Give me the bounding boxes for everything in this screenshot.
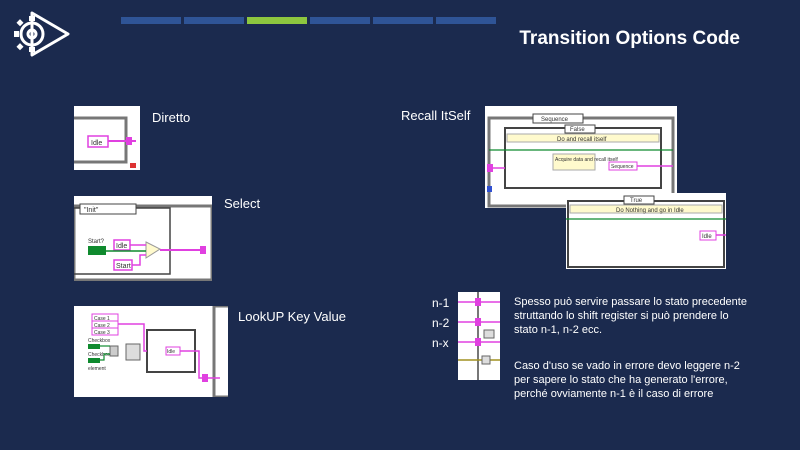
- diretto-constant: Idle: [91, 140, 102, 147]
- recall-selector: Sequence: [541, 117, 569, 123]
- diagram-lookup: Case 1 Case 2 Case 3 Checkbox Checkbox 2…: [74, 306, 228, 397]
- progress-segment: [121, 17, 181, 24]
- select-opt1: Idle: [116, 243, 127, 250]
- label-diretto: Diretto: [152, 110, 191, 125]
- note-error-case: Caso d'uso se vado in errore devo legger…: [514, 360, 740, 400]
- svg-text:True: True: [630, 198, 643, 204]
- label-select: Select: [224, 196, 261, 211]
- svg-text:Checkbox 2: Checkbox 2: [88, 352, 115, 358]
- select-opt2: Start: [116, 263, 131, 270]
- progress-segment: [310, 17, 370, 24]
- svg-text:False: False: [570, 127, 585, 133]
- svg-text:Do Nothing and go in Idle: Do Nothing and go in Idle: [616, 208, 684, 214]
- svg-text:Do and recall itself: Do and recall itself: [557, 137, 607, 143]
- svg-text:Case 3: Case 3: [94, 330, 110, 336]
- svg-text:Idle: Idle: [702, 234, 712, 240]
- select-bool-label: Start?: [88, 239, 105, 245]
- label-nx: n-x: [432, 336, 449, 350]
- progress-segment: [436, 17, 496, 24]
- diagram-recall-a: Sequence False Do and recall itself Acqu…: [485, 106, 677, 208]
- svg-text:element: element: [88, 366, 106, 372]
- progress-segment: [373, 17, 433, 24]
- svg-text:Case 1: Case 1: [94, 316, 110, 322]
- note-shift-register: Spesso può servire passare lo stato prec…: [514, 296, 747, 336]
- gear-play-logo-icon: [14, 11, 70, 57]
- select-case-label: "Init": [84, 207, 99, 214]
- diagram-shift-register: [458, 292, 500, 380]
- svg-text:Acquire data and recall itself: Acquire data and recall itself: [555, 157, 618, 163]
- label-n2: n-2: [432, 316, 450, 330]
- diagram-recall-b: True Do Nothing and go in Idle Idle: [566, 193, 726, 269]
- progress-segment: [184, 17, 244, 24]
- progress-segment: [247, 17, 307, 24]
- diagram-diretto: Idle: [74, 106, 140, 170]
- diagram-select: "Init" Start? Idle Start: [74, 196, 212, 281]
- slide-title: Transition Options Code: [519, 28, 740, 49]
- label-n1: n-1: [432, 296, 450, 310]
- label-recall: Recall ItSelf: [401, 108, 471, 123]
- label-lookup: LookUP Key Value: [238, 309, 346, 324]
- svg-text:Idle: Idle: [167, 349, 175, 355]
- svg-text:Checkbox: Checkbox: [88, 338, 111, 344]
- svg-text:Sequence: Sequence: [611, 164, 634, 170]
- svg-text:Case 2: Case 2: [94, 323, 110, 329]
